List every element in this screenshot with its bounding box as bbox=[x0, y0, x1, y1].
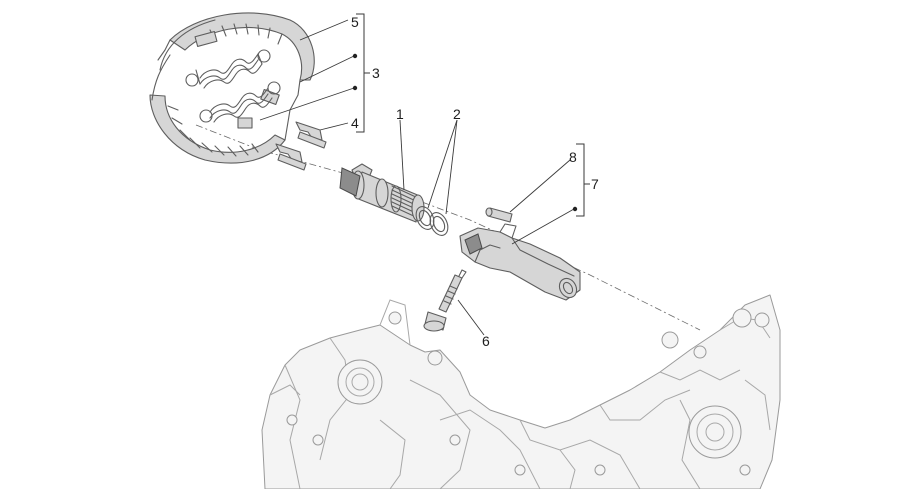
o-ring-1-inner bbox=[418, 209, 432, 227]
pin bbox=[485, 207, 513, 223]
callout-1: 1 bbox=[396, 106, 404, 122]
o-ring-2-inner bbox=[432, 215, 446, 233]
bracket-group-3 bbox=[356, 13, 370, 133]
brake-spring-lower bbox=[199, 81, 281, 123]
callout-3: 3 bbox=[372, 65, 380, 81]
callout-4: 4 bbox=[351, 115, 359, 131]
callout-6: 6 bbox=[482, 333, 490, 349]
pinch-bolt bbox=[423, 269, 467, 332]
kit-dot-2 bbox=[352, 85, 358, 91]
kit-dot-3 bbox=[572, 206, 578, 212]
retaining-clip bbox=[275, 121, 327, 171]
crankcase-housing bbox=[261, 294, 781, 489]
kit-dot-1 bbox=[352, 53, 358, 59]
o-ring-2 bbox=[429, 212, 449, 236]
brake-lever bbox=[459, 223, 581, 301]
bracket-group-7 bbox=[576, 143, 590, 217]
callout-2: 2 bbox=[453, 106, 461, 122]
brake-spring-upper bbox=[185, 49, 271, 89]
brake-camshaft bbox=[339, 163, 425, 223]
callout-8: 8 bbox=[569, 149, 577, 165]
shoe-lining-ribs bbox=[167, 23, 283, 157]
callout-7: 7 bbox=[591, 176, 599, 192]
leader-lines bbox=[259, 19, 575, 336]
brake-shoe-assembly bbox=[149, 12, 315, 164]
callout-5: 5 bbox=[351, 14, 359, 30]
